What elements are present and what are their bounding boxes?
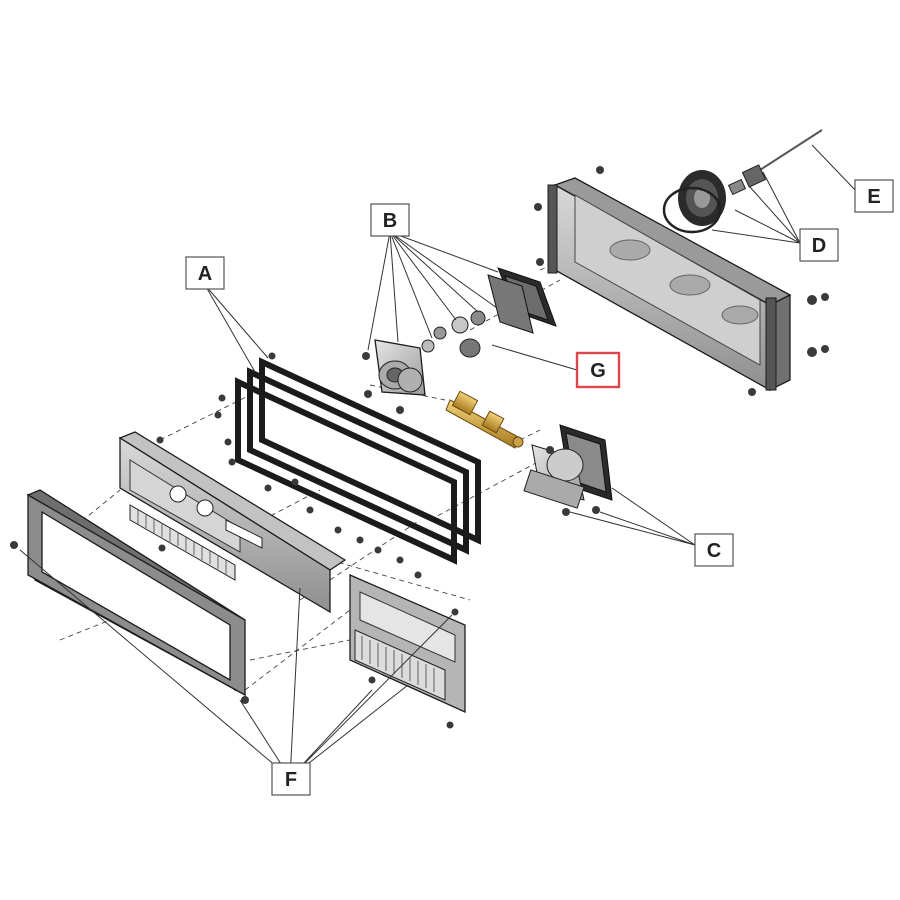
callout-e-label: E: [867, 186, 880, 208]
callout-a-label: A: [198, 263, 212, 285]
housing-screws: [534, 166, 829, 396]
part-f-faceplate: [118, 431, 347, 614]
part-e-rod: [759, 129, 823, 171]
callout-a: A: [185, 256, 225, 290]
callout-f-label: F: [285, 769, 297, 791]
callout-g: G: [575, 351, 621, 389]
callout-b-label: B: [383, 210, 397, 232]
part-f-lower-grille: [349, 574, 466, 729]
part-f-front-frame: [10, 489, 249, 704]
part-b-inlet-assembly: [362, 267, 557, 414]
callout-f: F: [271, 762, 311, 796]
callout-d-label: D: [812, 235, 826, 257]
callout-c-label: C: [707, 540, 721, 562]
callout-d: D: [799, 228, 839, 262]
part-g-brass-shaft: [445, 390, 524, 449]
callout-b: B: [370, 203, 410, 237]
gasket-screws: [156, 394, 422, 579]
leader-lines: [19, 144, 859, 779]
callout-g-label: G: [590, 360, 606, 382]
part-a-gaskets: [235, 352, 481, 565]
callout-e: E: [854, 179, 894, 213]
part-c-rear-fitting: [523, 424, 613, 516]
part-d-light-fitting: [662, 164, 767, 234]
niche-housing: [547, 177, 792, 392]
callout-c: C: [694, 533, 734, 567]
